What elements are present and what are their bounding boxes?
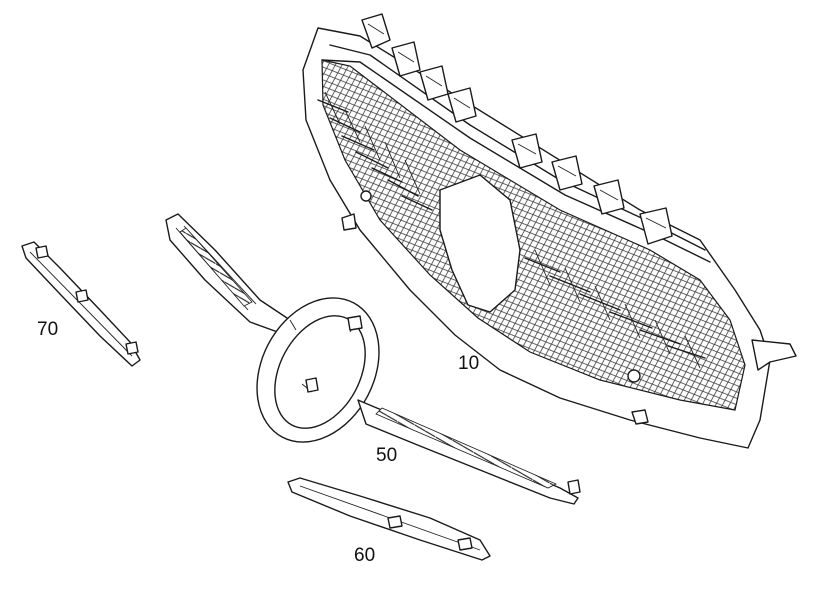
grille-slats-upper <box>317 91 433 211</box>
callout-surround: 50 <box>376 445 397 466</box>
lower-strip-part <box>287 477 491 561</box>
callout-side-strip: 70 <box>37 319 58 340</box>
surround-part <box>165 213 581 505</box>
grille-mounting-tabs <box>361 13 673 245</box>
grille-emblem-opening <box>439 174 521 313</box>
grille-right-bracket <box>751 339 797 371</box>
callout-grille: 10 <box>458 353 479 374</box>
grille-slats-lower <box>524 249 706 369</box>
grille-part <box>302 13 797 449</box>
callout-lower-strip: 60 <box>354 545 375 566</box>
side-strip-part <box>21 241 141 367</box>
